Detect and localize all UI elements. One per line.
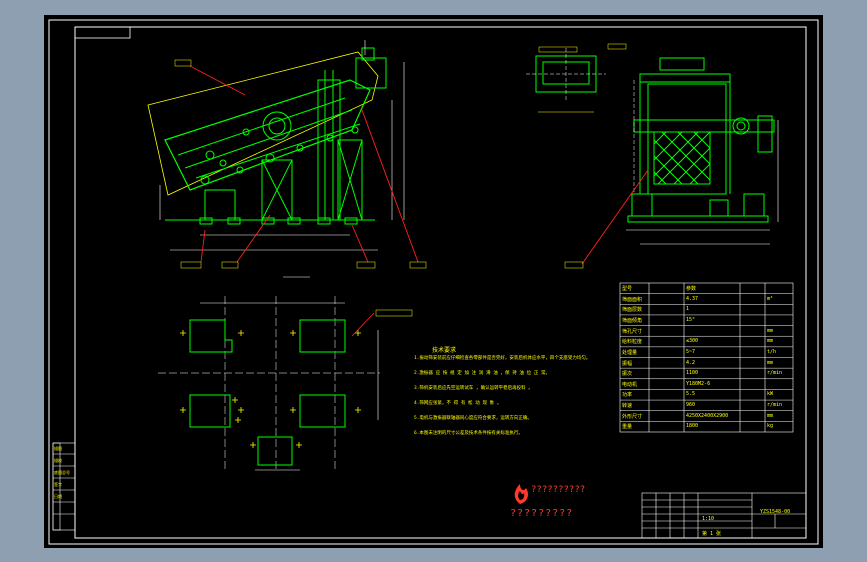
revision-label: 底图总号 [54,470,70,475]
note-line: 3.筛机安装后应先空运转试车 ，确认运转平稳后再投料 。 [414,386,533,391]
notes-title: 技术要求 [432,347,457,354]
revision-label: 签字 [54,482,62,487]
table-cell: 1 [686,306,690,313]
table-cell: 4250X2400X2900 [686,412,729,419]
table-cell: 1100 [686,370,699,377]
table-cell: 外形尺寸 [622,413,643,420]
foundation-plan[interactable] [158,296,380,471]
table-cell: 960 [686,402,696,409]
title-block-grid [641,492,807,539]
table-cell: m² [767,295,774,302]
drawing-scale: 1:10 [702,516,715,522]
table-cell: 4.37 [686,295,699,302]
drawing-code: YZS1548-00 [760,509,791,515]
table-cell: 型号 [622,286,633,292]
table-cell: 4.2 [686,359,696,366]
table-cell: mm [767,359,774,366]
note-line: 6.本图未注明的尺寸公差及技术条件按有关标准执行。 [414,431,523,436]
flame-logo-icon [514,484,528,504]
side-view[interactable] [147,40,405,278]
table-cell: 转速 [622,403,633,410]
logo-caption: ????????? [510,508,574,519]
end-view[interactable] [626,57,779,245]
table-cell: kg [767,423,774,430]
table-cell: 给料粒度 [622,339,643,346]
side-view-leaders [189,65,419,263]
drawing-sheet-number: 第 1 张 [702,531,722,537]
inner-frame [74,26,807,539]
logo-brand-text: ?????????? [531,485,586,495]
table-cell: 电动机 [622,381,638,388]
table-cell: 1800 [686,423,699,430]
outer-border [48,19,819,545]
note-line: 5.电机与激振器联轴器同心度应符合要求，运转方向正确。 [414,416,532,421]
section-detail[interactable] [526,43,627,113]
table-cell: r/min [767,402,783,409]
table-cell: 筛面面积 [622,296,643,303]
revision-label: 描校 [54,458,62,463]
table-cell: r/min [767,370,783,377]
table-cell: 处理量 [622,349,638,356]
table-cell: 5~7 [686,348,696,355]
drawing-sheet [44,15,823,548]
param-table-rows [620,293,793,422]
revision-block-grid [52,442,76,531]
corner-code-box [74,26,131,39]
table-cell: ≤300 [686,338,699,345]
table-cell: 振幅 [622,360,633,367]
revision-label: 描图 [54,446,62,451]
note-line: 4.筛网应张紧，不 得 有 松 动 现 象 。 [414,401,502,406]
revision-label: 日期 [54,494,62,499]
table-cell: 筛面倾角 [622,317,643,324]
table-cell: mm [767,412,774,419]
table-cell: kW [767,391,774,398]
table-cell: 振次 [622,371,633,378]
table-cell: mm [767,327,774,334]
table-cell: mm [767,338,774,345]
note-line: 2.激振器 应 按 规 定 加 注 润 滑 油 ，保 持 油 位 正 常。 [414,371,551,376]
table-cell: 5.5 [686,391,696,398]
table-cell: 参数 [686,286,697,292]
table-cell: 功率 [622,392,633,399]
table-cell: Y180M2-6 [686,380,711,387]
note-line: 1.振动筛安装前应仔细检查各零部件是否完好，安装后机体应水平，四个支座受力均匀。 [414,356,591,361]
table-cell: t/h [767,348,777,355]
table-cell: 15° [686,316,696,323]
table-cell: 重量 [622,424,633,431]
table-cell: 筛面层数 [622,307,643,314]
table-cell: 筛孔尺寸 [622,328,643,335]
